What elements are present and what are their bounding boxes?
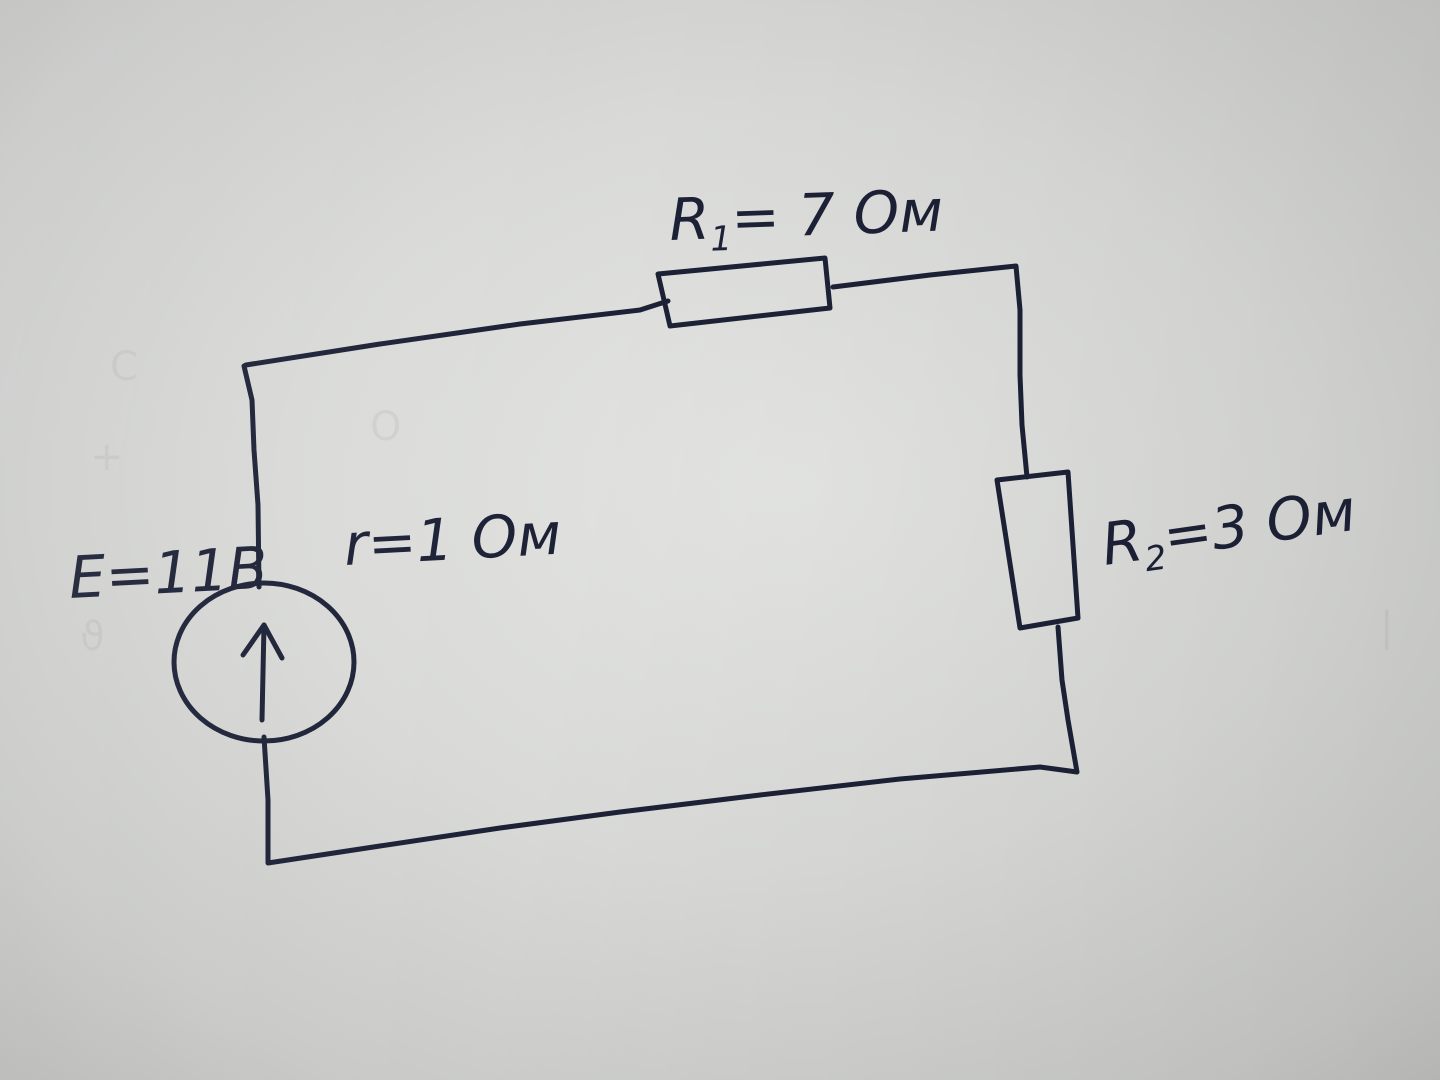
svg-text:R2=3 Ом: R2=3 Ом — [1097, 476, 1360, 586]
voltage-source — [171, 580, 357, 744]
source-internal-resistance-label: r=1 Ом — [342, 500, 562, 579]
wire-left-top — [241, 298, 671, 590]
source-arrow-head-icon — [240, 622, 285, 661]
source-arrow-shaft — [259, 622, 267, 723]
resistor-r1-label: R1= 7 Ом — [668, 176, 944, 261]
resistor-r2-body — [994, 469, 1081, 631]
svg-text:O: O — [370, 404, 401, 450]
svg-text:C: C — [110, 344, 138, 390]
svg-text:ϑ: ϑ — [80, 614, 105, 660]
svg-text:|: | — [1380, 604, 1393, 650]
svg-text:R1= 7 Ом: R1= 7 Ом — [668, 176, 944, 261]
resistor-r2-value: =3 Ом — [1159, 476, 1360, 570]
source-emf-label: E=11В — [67, 534, 269, 612]
resistor-r1-body — [655, 255, 833, 329]
resistor-r1-value: = 7 Ом — [730, 176, 944, 251]
wires — [241, 263, 1080, 866]
resistor-r1-name: R — [668, 185, 711, 254]
resistor-r1-index: 1 — [710, 219, 733, 260]
resistor-r1 — [655, 255, 833, 329]
resistor-r2-label: R2=3 Ом — [1097, 476, 1360, 586]
paper-show-through: C + O ϑ | — [80, 344, 1393, 660]
resistor-r2-name: R — [1097, 506, 1146, 579]
wire-right-bottom — [261, 624, 1080, 866]
wire-top-right — [830, 263, 1030, 480]
svg-text:+: + — [90, 434, 124, 480]
resistor-r2 — [994, 469, 1081, 631]
source-circle — [171, 580, 357, 744]
